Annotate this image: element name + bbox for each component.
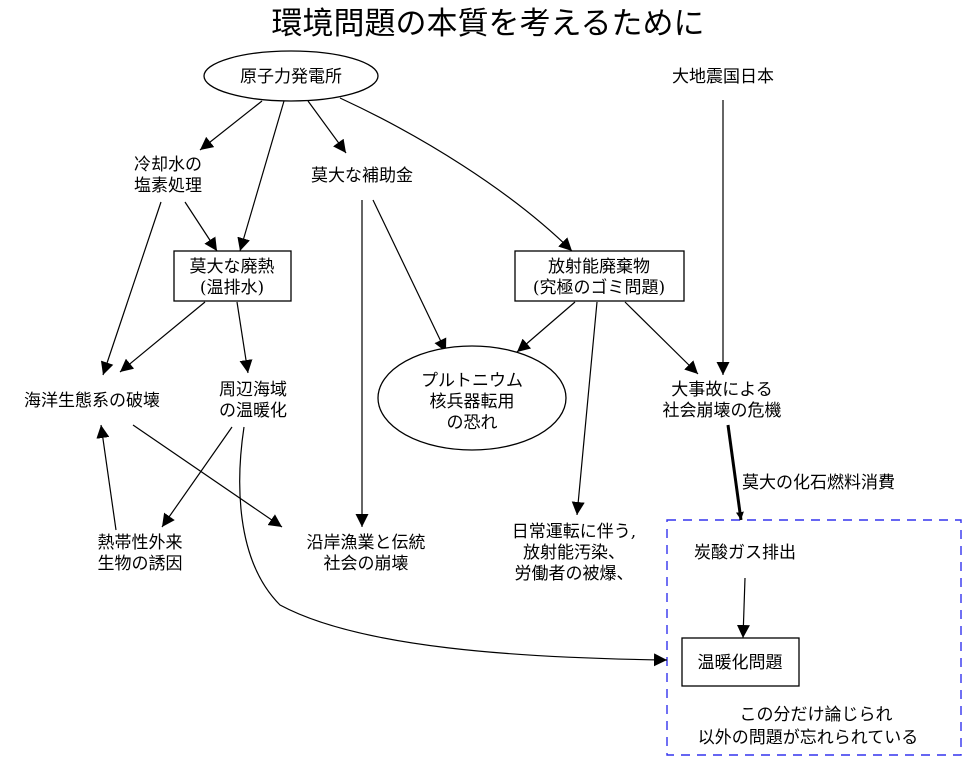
node-hojokin[interactable]: 莫大な補助金 [311,166,413,186]
node-plutonium-label-2: 核兵器転用 [430,392,515,412]
node-daijiko-label-2: 社会崩壊の危機 [663,401,782,421]
node-nichijou-label-1: 日常運転に伴う, [512,522,636,542]
cluster-caption: この分だけ論じられ 以外の問題が忘れられている [698,705,919,748]
node-daijiko[interactable]: 大事故による 社会崩壊の危機 [663,380,782,421]
node-nettai-label-1: 熱帯性外来 [98,533,183,553]
node-reikyaku-label-2: 塩素処理 [134,176,202,196]
node-ondanka-label: 温暖化問題 [698,653,783,673]
node-kaiyou[interactable]: 海洋生態系の破壊 [24,391,160,411]
edge-shuuhen-nettai [161,426,233,528]
node-haikibutsu-shape [514,250,685,302]
node-shuuhen[interactable]: 周辺海域 の温暖化 [219,380,287,421]
edge-label-fossil-fuel: 莫大の化石燃料消費 [742,473,895,493]
node-haikibutsu-label-2: (究極のゴミ問題) [533,277,665,298]
edge-tansan-ondanka [736,577,750,639]
node-haikibutsu-label-1: 放射能廃棄物 [548,257,650,277]
node-ondanka-shape [681,637,800,687]
node-nichijou-label-3: 労働者の被爆、 [515,564,634,584]
edge-reikyaku-kaiyou [100,201,162,376]
edges [96,97,750,667]
node-tansan-label: 炭酸ガス排出 [694,543,796,563]
diagram-title: 環境問題の本質を考えるために [271,6,704,42]
edge-haikibutsu-daijiko [624,301,699,375]
node-hainetsu-label-1: 莫大な廃熱 [190,257,275,277]
edge-nettai-kaiyou [96,424,117,531]
node-engan-label-1: 沿岸漁業と伝統 [307,533,426,553]
node-jishin-label: 大地震国日本 [672,67,774,87]
cluster-ondanka [666,519,962,756]
node-jishin[interactable]: 大地震国日本 [672,67,774,87]
node-shuuhen-label-2: の温暖化 [219,401,287,421]
edge-genpatsu-haikibutsu [339,97,573,252]
node-plutonium-label-1: プルトニウム [421,371,523,391]
node-genpatsu-label: 原子力発電所 [240,67,342,87]
node-hainetsu[interactable]: 莫大な廃熱 (温排水) [173,250,292,302]
edge-haikibutsu-nichijou [571,301,598,516]
node-genpatsu[interactable]: 原子力発電所 [203,50,379,102]
node-engan[interactable]: 沿岸漁業と伝統 社会の崩壊 [307,533,426,574]
node-reikyaku[interactable]: 冷却水の 塩素処理 [134,155,202,196]
node-daijiko-label-1: 大事故による [671,380,773,400]
node-hojokin-label: 莫大な補助金 [311,166,413,186]
edge-daijiko-ondanka [726,424,744,521]
node-nichijou[interactable]: 日常運転に伴う, 放射能汚染、 労働者の被爆、 [512,522,636,584]
node-ondanka[interactable]: 温暖化問題 [681,637,800,687]
node-nichijou-label-2: 放射能汚染、 [523,543,625,563]
edge-genpatsu-hainetsu [237,100,285,252]
node-reikyaku-label-1: 冷却水の [134,155,202,175]
node-plutonium-label-3: の恐れ [447,413,498,433]
node-haikibutsu[interactable]: 放射能廃棄物 (究極のゴミ問題) [514,250,685,302]
node-hainetsu-label-2: (温排水) [200,278,264,298]
edge-genpatsu-hojokin [307,100,347,154]
node-genpatsu-shape [203,50,379,102]
edge-hojokin-plutonium [372,199,447,353]
edge-shuuhen-ondanka [239,426,668,667]
node-engan-label-2: 社会の崩壊 [324,554,409,574]
node-nettai-label-2: 生物の誘因 [98,554,183,574]
node-hainetsu-shape [173,250,292,302]
edge-kaiyou-engan [132,424,283,528]
node-shuuhen-label-1: 周辺海域 [219,380,287,400]
edge-reikyaku-hainetsu [184,201,218,252]
node-plutonium[interactable]: プルトニウム 核兵器転用 の恐れ [377,345,567,451]
node-plutonium-shape [377,345,567,451]
cluster-caption-line-1: この分だけ論じられ [740,705,893,725]
edge-hainetsu-shuuhen [236,301,253,374]
edge-genpatsu-reikyaku [199,100,263,151]
node-tansan[interactable]: 炭酸ガス排出 [694,543,796,563]
node-nettai[interactable]: 熱帯性外来 生物の誘因 [98,533,183,574]
cluster-caption-line-2: 以外の問題が忘れられている [698,728,919,748]
node-kaiyou-label: 海洋生態系の破壊 [24,391,160,411]
edge-haikibutsu-plutonium [516,301,576,353]
edge-hainetsu-kaiyou [119,301,206,373]
